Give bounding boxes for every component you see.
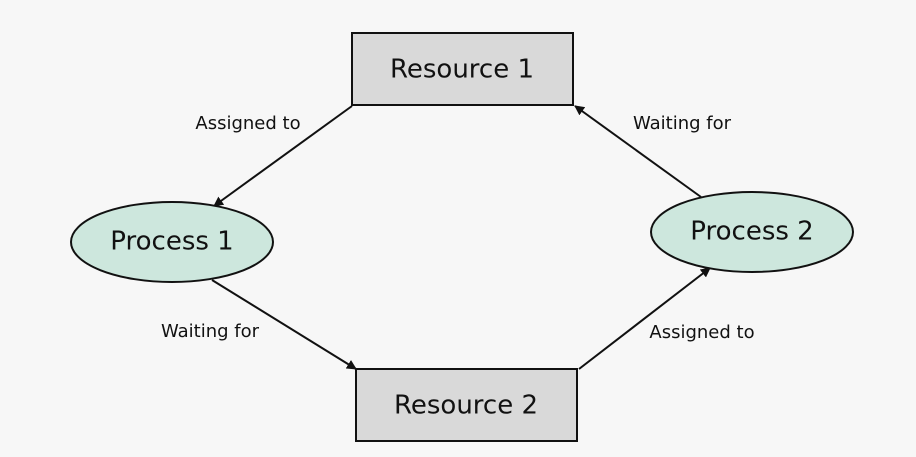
process2-ellipse (650, 191, 854, 273)
resource2-box (355, 368, 578, 442)
resource1-node: Resource 1 (351, 32, 574, 106)
edge-process1-to-resource2 (211, 279, 357, 370)
edge-label-resource1-to-process1: Assigned to (195, 113, 300, 134)
process1-label: Process 1 (110, 227, 233, 257)
edge-process2-to-resource1 (574, 105, 702, 198)
resource1-box (351, 32, 574, 106)
resource2-label: Resource 2 (394, 391, 538, 421)
edge-resource1-to-process1 (213, 105, 353, 207)
process1-ellipse (70, 201, 274, 283)
edge-label-process1-to-resource2: Waiting for (161, 321, 260, 342)
resource1-label: Resource 1 (390, 55, 534, 85)
edge-resource2-to-process2 (578, 267, 711, 370)
edge-label-process2-to-resource1: Waiting for (633, 113, 732, 134)
process2-node: Process 2 (650, 191, 854, 273)
resource2-node: Resource 2 (355, 368, 578, 442)
process1-node: Process 1 (70, 201, 274, 283)
process2-label: Process 2 (690, 217, 813, 247)
edge-label-resource2-to-process2: Assigned to (649, 322, 754, 343)
